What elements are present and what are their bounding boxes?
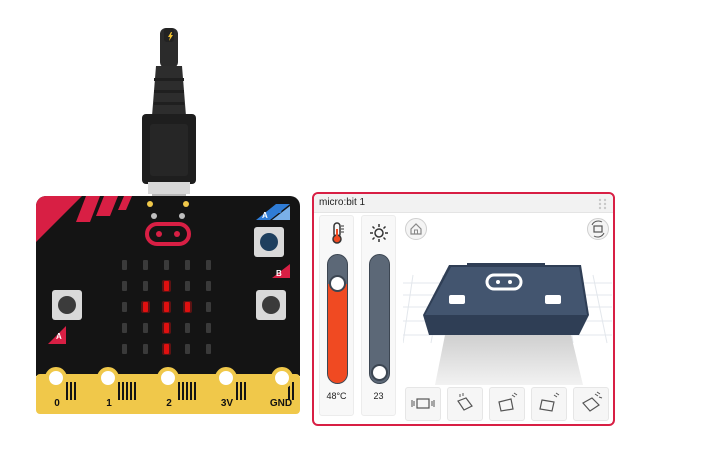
- led-off: [122, 260, 127, 270]
- microbit-board: [36, 196, 300, 414]
- home-icon: [410, 223, 422, 235]
- light-slider-thumb[interactable]: [371, 363, 388, 381]
- led-off: [206, 281, 211, 291]
- led-off: [185, 323, 190, 333]
- led-off: [122, 323, 127, 333]
- led-off: [206, 323, 211, 333]
- button-ab-label-b: B: [276, 206, 282, 215]
- led-off: [164, 260, 169, 270]
- light-sensor: 23: [361, 215, 396, 416]
- led-on: [164, 323, 169, 333]
- pin-gnd-label: GND: [269, 398, 293, 409]
- free-fall-icon: [582, 391, 603, 412]
- shake-icon: [411, 398, 435, 409]
- button-ab[interactable]: [254, 227, 284, 257]
- led-on: [143, 302, 148, 312]
- led-off: [143, 344, 148, 354]
- rotate-device-button[interactable]: [587, 218, 609, 240]
- gesture-free-fall-button[interactable]: [573, 387, 609, 421]
- button-a[interactable]: [52, 290, 82, 320]
- pin-3v-label: 3V: [220, 398, 234, 409]
- reset-view-button[interactable]: [405, 218, 427, 240]
- led-off: [143, 260, 148, 270]
- led-off: [122, 302, 127, 312]
- temperature-slider-fill: [328, 284, 347, 383]
- drag-handle-icon[interactable]: [598, 198, 607, 210]
- led-off: [185, 344, 190, 354]
- button-ab-label-a: A: [262, 211, 268, 220]
- led-off: [122, 281, 127, 291]
- led-off: [185, 260, 190, 270]
- led-off: [143, 323, 148, 333]
- led-on: [164, 344, 169, 354]
- tilt-left-icon: [498, 392, 518, 412]
- temperature-value: 48°C: [326, 391, 347, 401]
- simulator-panel: micro:bit 1 48°C: [312, 192, 615, 426]
- led-off: [206, 302, 211, 312]
- button-a-label: A: [56, 332, 62, 341]
- gesture-tilt-up-button[interactable]: [447, 387, 483, 421]
- usb-cable: [142, 28, 196, 200]
- led-on: [164, 302, 169, 312]
- sun-icon: [370, 224, 388, 242]
- panel-title: micro:bit 1: [319, 197, 366, 208]
- led-on: [164, 281, 169, 291]
- board-3d-render: [403, 263, 612, 385]
- led-matrix: [122, 260, 211, 355]
- rotate-device-icon: [591, 220, 605, 238]
- gesture-tilt-left-button[interactable]: [489, 387, 525, 421]
- led-off: [122, 344, 127, 354]
- thermometer-icon: [332, 222, 344, 244]
- led-off: [206, 344, 211, 354]
- led-off: [143, 281, 148, 291]
- pin-1-label: 1: [106, 398, 112, 409]
- led-off: [185, 281, 190, 291]
- temperature-sensor: 48°C: [319, 215, 354, 416]
- button-b[interactable]: [256, 290, 286, 320]
- pin-0-label: 0: [54, 398, 60, 409]
- temperature-slider[interactable]: [327, 254, 348, 384]
- panel-header[interactable]: micro:bit 1: [314, 194, 613, 213]
- light-value: 23: [373, 391, 384, 401]
- gesture-shake-button[interactable]: [405, 387, 441, 421]
- led-on: [185, 302, 190, 312]
- tilt-right-icon: [539, 392, 560, 412]
- tilt-up-icon: [457, 393, 473, 411]
- led-off: [206, 260, 211, 270]
- pin-2-label: 2: [166, 398, 172, 409]
- temperature-slider-thumb[interactable]: [329, 275, 346, 293]
- gesture-tilt-right-button[interactable]: [531, 387, 567, 421]
- button-b-label: B: [276, 269, 282, 278]
